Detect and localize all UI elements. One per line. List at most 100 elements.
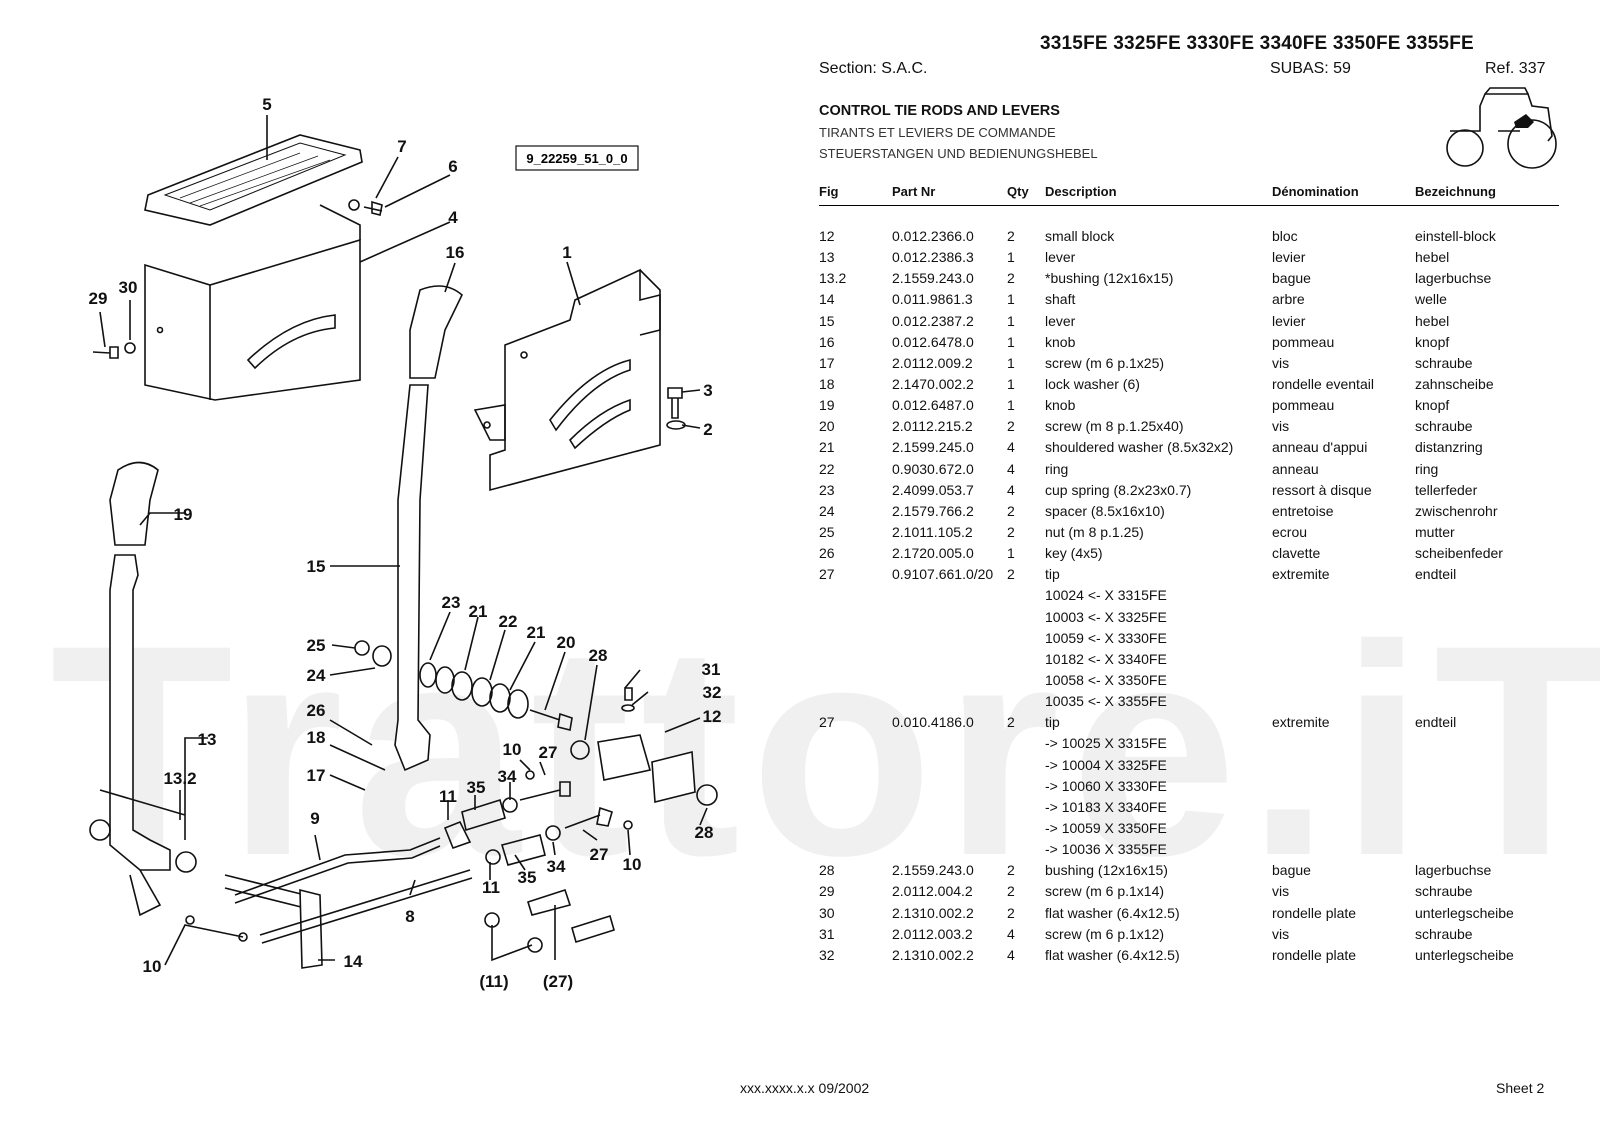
description-cell: screw (m 6 p.1x14)	[1045, 883, 1165, 900]
qty-cell: 2	[1007, 904, 1015, 921]
bezeichnung-cell: schraube	[1415, 883, 1473, 900]
denomination-cell: pommeau	[1272, 397, 1335, 414]
denomination-cell: vis	[1272, 925, 1290, 942]
bezeichnung-cell: endteil	[1415, 714, 1457, 731]
header-qty: Qty	[1007, 184, 1029, 199]
qty-cell: 1	[1007, 375, 1015, 392]
fig-cell: 25	[819, 523, 835, 540]
table-row: -> 10036 X 3355FE	[819, 841, 1579, 862]
shaft-14	[224, 874, 306, 909]
denomination-cell: bloc	[1272, 228, 1298, 244]
callout-number: 26	[307, 701, 326, 720]
page-title-english: CONTROL TIE RODS AND LEVERS	[819, 103, 1060, 119]
bezeichnung-cell: schraube	[1415, 354, 1473, 371]
section-label: Section: S.A.C.	[819, 60, 928, 77]
sheet-number: Sheet 2	[1496, 1080, 1545, 1096]
header-bezeichnung: Bezeichnung	[1415, 184, 1496, 199]
bezeichnung-cell: einstell-block	[1415, 228, 1496, 244]
bracket-cover	[144, 238, 361, 401]
callout-number: 3	[703, 381, 712, 400]
fig-cell: 16	[819, 333, 835, 350]
callout-number: 11	[482, 878, 500, 897]
description-cell: screw (m 6 p.1x25)	[1045, 354, 1165, 371]
denomination-cell: levier	[1272, 312, 1306, 329]
fig-cell: 32	[819, 946, 835, 963]
description-cell: flat washer (6.4x12.5)	[1045, 946, 1180, 963]
bezeichnung-cell: lagerbuchse	[1415, 270, 1492, 287]
callout-number: 15	[307, 557, 326, 576]
fig-cell: 30	[819, 904, 835, 921]
table-row: 10024 <- X 3315FE	[819, 587, 1579, 608]
qty-cell: 2	[1007, 862, 1015, 879]
table-row: -> 10004 X 3325FE	[819, 757, 1579, 778]
part-nr-cell: 0.9107.661.0/20	[892, 566, 994, 583]
qty-cell: 4	[1007, 460, 1015, 477]
denomination-cell: vis	[1272, 354, 1290, 371]
fig-cell: 20	[819, 418, 835, 435]
denomination-cell: rondelle plate	[1272, 904, 1357, 921]
description-cell: lever	[1045, 312, 1076, 329]
description-cell: -> 10004 X 3325FE	[1045, 756, 1167, 773]
callout-number: 5	[262, 95, 271, 114]
callout-number: (27)	[543, 972, 573, 991]
fig-cell: 27	[819, 714, 835, 731]
part-nr-cell: 2.0112.009.2	[892, 354, 973, 371]
lever-15	[394, 384, 431, 772]
qty-cell: 2	[1007, 270, 1015, 287]
bezeichnung-cell: scheibenfeder	[1415, 545, 1503, 562]
qty-cell: 2	[1007, 523, 1015, 540]
description-cell: knob	[1045, 397, 1076, 414]
callout-number: 24	[307, 666, 326, 685]
description-cell: cup spring (8.2x23x0.7)	[1045, 481, 1192, 498]
page-title-german: STEUERSTANGEN UND BEDIENUNGSHEBEL	[819, 146, 1098, 161]
bezeichnung-cell: zahnscheibe	[1415, 375, 1494, 392]
header-divider	[819, 205, 1559, 206]
denomination-cell: pommeau	[1272, 333, 1335, 350]
callout-number: 13	[198, 730, 217, 749]
callout-number: 13.2	[163, 769, 196, 788]
callout-number: 27	[590, 845, 609, 864]
callout-number: 10	[143, 957, 162, 976]
qty-cell: 2	[1007, 502, 1015, 519]
description-cell: tip	[1045, 714, 1060, 731]
part-nr-cell: 0.012.2387.2	[892, 312, 974, 329]
knob-16	[409, 285, 463, 379]
qty-cell: 1	[1007, 333, 1015, 350]
fig-cell: 27	[819, 566, 835, 583]
table-row: -> 10059 X 3350FE	[819, 820, 1579, 841]
description-cell: 10059 <- X 3330FE	[1045, 629, 1167, 646]
table-row: -> 10025 X 3315FE	[819, 735, 1579, 756]
fig-cell: 23	[819, 481, 835, 498]
part-nr-cell: 0.011.9861.3	[892, 291, 973, 308]
denomination-cell: bague	[1272, 270, 1311, 287]
part-nr-cell: 2.1011.105.2	[892, 523, 973, 540]
qty-cell: 4	[1007, 439, 1015, 456]
bezeichnung-cell: hebel	[1415, 249, 1450, 266]
callout-number: 22	[499, 612, 518, 631]
qty-cell: 1	[1007, 312, 1015, 329]
qty-cell: 2	[1007, 714, 1015, 731]
page-title-french: TIRANTS ET LEVIERS DE COMMANDE	[819, 125, 1056, 140]
qty-cell: 1	[1007, 291, 1015, 308]
description-cell: lever	[1045, 249, 1076, 266]
callout-number: 7	[397, 137, 406, 156]
qty-cell: 4	[1007, 481, 1015, 498]
table-row: 10059 <- X 3330FE	[819, 630, 1579, 651]
description-cell: -> 10059 X 3350FE	[1045, 819, 1167, 836]
description-cell: tip	[1045, 566, 1060, 583]
part-nr-cell: 2.4099.053.7	[892, 481, 974, 498]
part-nr-cell: 2.1720.005.0	[892, 545, 974, 562]
callout-number: 34	[498, 767, 517, 786]
bezeichnung-cell: tellerfeder	[1415, 481, 1478, 498]
part-nr-cell: 0.012.6487.0	[892, 397, 974, 414]
